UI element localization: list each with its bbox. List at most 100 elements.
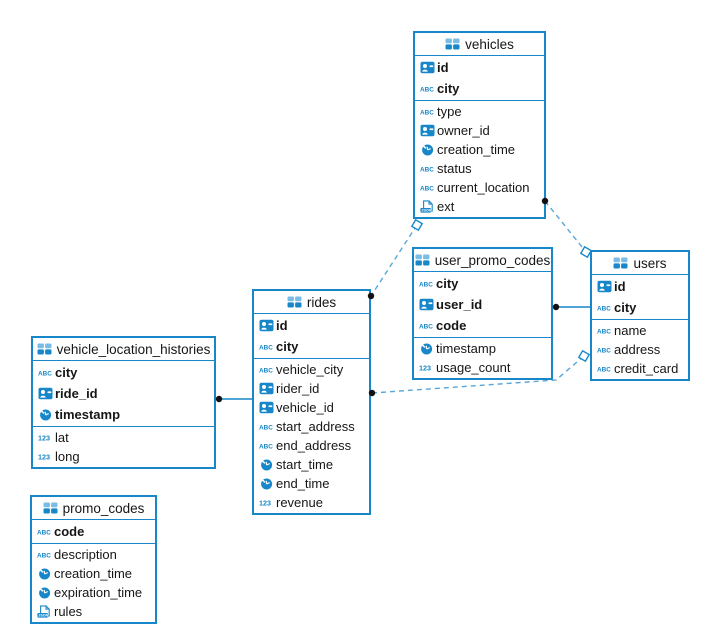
column-label: creation_time — [54, 566, 133, 581]
table-header[interactable]: users — [592, 252, 688, 275]
columns-section: ABC type owner_id creation_time ABC stat… — [415, 100, 544, 217]
column-row: ABC city — [254, 336, 369, 357]
table-user_promo_codes[interactable]: user_promo_codes ABC city user_id ABC co… — [412, 247, 553, 380]
column-label: city — [436, 276, 459, 291]
relationship-vehicles-rides[interactable] — [370, 224, 418, 297]
table-header[interactable]: vehicles — [415, 33, 544, 56]
svg-text:ABC: ABC — [38, 371, 52, 378]
text-type-icon: ABC — [597, 362, 614, 375]
table-icon — [415, 254, 432, 266]
column-row: ABC code — [414, 315, 551, 336]
column-row: ABC start_address — [254, 417, 369, 436]
column-row: ABC credit_card — [592, 359, 688, 378]
number-type-icon: 123 — [419, 361, 436, 374]
table-header[interactable]: rides — [254, 291, 369, 314]
column-row: timestamp — [33, 404, 214, 425]
column-label: lat — [55, 430, 69, 445]
column-row: creation_time — [32, 564, 155, 583]
table-vehicle_location_histories[interactable]: vehicle_location_histories ABC city ride… — [31, 336, 216, 469]
id-type-icon — [259, 401, 276, 414]
table-header[interactable]: promo_codes — [32, 497, 155, 520]
column-label: credit_card — [614, 361, 679, 376]
id-type-icon — [259, 382, 276, 395]
svg-text:123: 123 — [259, 499, 271, 508]
column-row: ABC type — [415, 102, 544, 121]
column-row: ABC description — [32, 545, 155, 564]
primary-key-section: id ABC city — [254, 314, 369, 358]
text-type-icon: ABC — [37, 525, 54, 538]
id-type-icon — [419, 298, 436, 311]
svg-text:ABC: ABC — [420, 110, 434, 117]
table-title: vehicles — [465, 36, 514, 52]
column-label: code — [436, 318, 467, 333]
svg-text:123: 123 — [38, 434, 50, 443]
column-label: address — [614, 342, 661, 357]
column-row: ABC vehicle_city — [254, 360, 369, 379]
table-icon — [287, 296, 304, 308]
table-vehicles[interactable]: vehicles id ABC city ABC type owner_id c… — [413, 31, 546, 219]
table-header[interactable]: vehicle_location_histories — [33, 338, 214, 361]
column-label: name — [614, 323, 647, 338]
column-label: vehicle_city — [276, 362, 344, 377]
column-row: ABC city — [415, 78, 544, 99]
table-title: user_promo_codes — [434, 252, 551, 268]
column-row: ABC status — [415, 159, 544, 178]
table-promo_codes[interactable]: promo_codes ABC code ABC description cre… — [30, 495, 157, 624]
relationship-dot-marker — [215, 395, 223, 403]
column-label: id — [276, 318, 288, 333]
svg-text:123: 123 — [419, 364, 431, 373]
columns-section: 123 lat 123 long — [33, 426, 214, 467]
column-row: ABC city — [414, 273, 551, 294]
column-label: expiration_time — [54, 585, 143, 600]
primary-key-section: id ABC city — [415, 56, 544, 100]
number-type-icon: 123 — [38, 431, 55, 444]
json-type-icon: JSON — [420, 200, 437, 213]
text-type-icon: ABC — [419, 277, 436, 290]
column-row: id — [415, 57, 544, 78]
column-label: rider_id — [276, 381, 320, 396]
column-row: timestamp — [414, 339, 551, 358]
time-type-icon — [37, 586, 54, 599]
column-label: revenue — [276, 495, 323, 510]
json-type-icon: JSON — [37, 605, 54, 618]
columns-section: ABC vehicle_city rider_id vehicle_id ABC… — [254, 358, 369, 513]
column-label: city — [614, 300, 637, 315]
text-type-icon: ABC — [597, 324, 614, 337]
svg-text:123: 123 — [38, 453, 50, 462]
svg-text:ABC: ABC — [419, 282, 433, 289]
column-row: owner_id — [415, 121, 544, 140]
column-label: code — [54, 524, 85, 539]
table-rides[interactable]: rides id ABC city ABC vehicle_city rider… — [252, 289, 371, 515]
table-users[interactable]: users id ABC city ABC name ABC address A… — [590, 250, 690, 381]
column-row: ride_id — [33, 383, 214, 404]
relationship-diamond-marker — [410, 218, 424, 232]
column-label: creation_time — [437, 142, 516, 157]
column-label: end_address — [276, 438, 352, 453]
table-header[interactable]: user_promo_codes — [414, 249, 551, 272]
svg-text:ABC: ABC — [37, 553, 51, 560]
column-row: ABC current_location — [415, 178, 544, 197]
table-icon — [43, 502, 60, 514]
id-type-icon — [420, 124, 437, 137]
column-row: id — [592, 276, 688, 297]
column-row: user_id — [414, 294, 551, 315]
columns-section: ABC description creation_time expiration… — [32, 543, 155, 622]
column-row: end_time — [254, 474, 369, 493]
column-row: ABC code — [32, 521, 155, 542]
column-label: start_address — [276, 419, 355, 434]
text-type-icon: ABC — [597, 343, 614, 356]
number-type-icon: 123 — [259, 496, 276, 509]
column-row: rider_id — [254, 379, 369, 398]
column-label: timestamp — [55, 407, 121, 422]
text-type-icon: ABC — [259, 420, 276, 433]
column-label: current_location — [437, 180, 530, 195]
text-type-icon: ABC — [420, 181, 437, 194]
table-icon — [37, 343, 54, 355]
svg-text:ABC: ABC — [419, 324, 433, 331]
time-type-icon — [420, 143, 437, 156]
column-label: id — [437, 60, 449, 75]
relationship-vehicles-users[interactable] — [544, 200, 587, 253]
text-type-icon: ABC — [259, 340, 276, 353]
column-label: city — [276, 339, 299, 354]
